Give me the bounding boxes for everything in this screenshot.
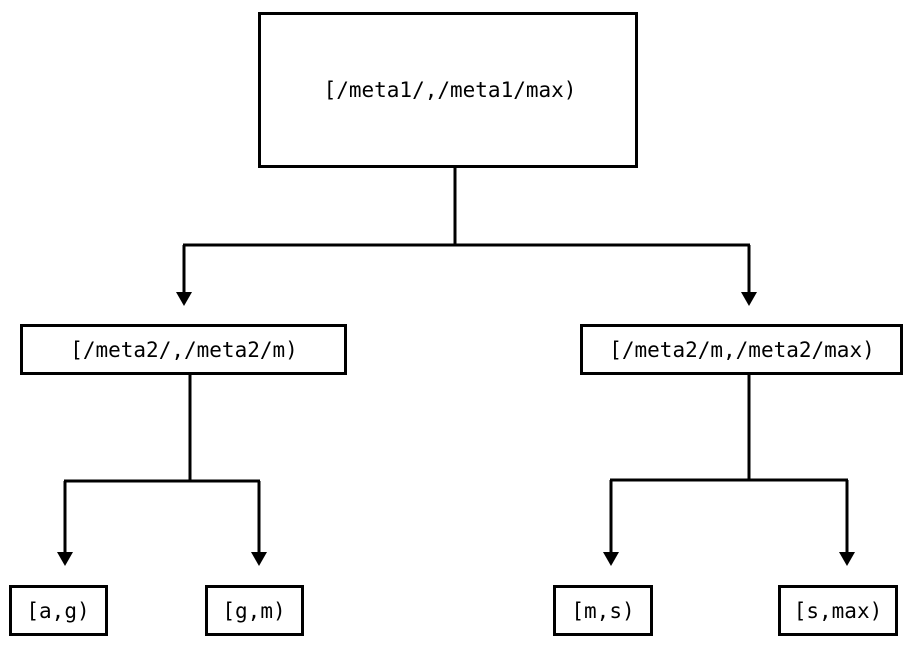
arrowhead-mid-left-to-leaf-gm — [251, 552, 267, 566]
node-mid-right-label: [/meta2/m,/meta2/max) — [609, 338, 875, 362]
node-leaf-gm-box[interactable] — [205, 585, 304, 636]
node-leaf-ms-label: [m,s) — [571, 599, 634, 623]
node-mid-left[interactable]: [/meta2/,/meta2/m) — [20, 324, 347, 375]
node-leaf-smax[interactable]: [s,max) — [778, 585, 898, 636]
arrowhead-mid-left-to-leaf-ag — [57, 552, 73, 566]
node-leaf-ms[interactable]: [m,s) — [553, 585, 653, 636]
node-mid-right[interactable]: [/meta2/m,/meta2/max) — [580, 324, 903, 375]
node-leaf-gm[interactable]: [g,m) — [205, 585, 304, 636]
edge-group-mid-right — [603, 375, 855, 566]
edge-group-mid-left — [57, 375, 267, 566]
node-leaf-smax-label: [s,max) — [794, 599, 883, 623]
node-root-box[interactable] — [258, 12, 638, 168]
arrowhead-mid-right-to-leaf-ms — [603, 552, 619, 566]
node-mid-right-box[interactable] — [580, 324, 903, 375]
node-mid-left-label: [/meta2/,/meta2/m) — [70, 338, 298, 362]
node-leaf-ag[interactable]: [a,g) — [9, 585, 108, 636]
edge-group-root — [176, 168, 757, 306]
node-leaf-gm-label: [g,m) — [222, 599, 285, 623]
node-leaf-ms-box[interactable] — [553, 585, 653, 636]
node-mid-left-box[interactable] — [20, 324, 347, 375]
node-root-label: [/meta1/,/meta1/max) — [324, 78, 577, 102]
arrowhead-root-to-mid-right — [741, 292, 757, 306]
arrowhead-mid-right-to-leaf-smax — [839, 552, 855, 566]
node-leaf-smax-box[interactable] — [778, 585, 898, 636]
node-leaf-ag-label: [a,g) — [26, 599, 89, 623]
node-leaf-ag-box[interactable] — [9, 585, 108, 636]
node-root[interactable]: [/meta1/,/meta1/max) — [258, 12, 638, 168]
arrowhead-root-to-mid-left — [176, 292, 192, 306]
